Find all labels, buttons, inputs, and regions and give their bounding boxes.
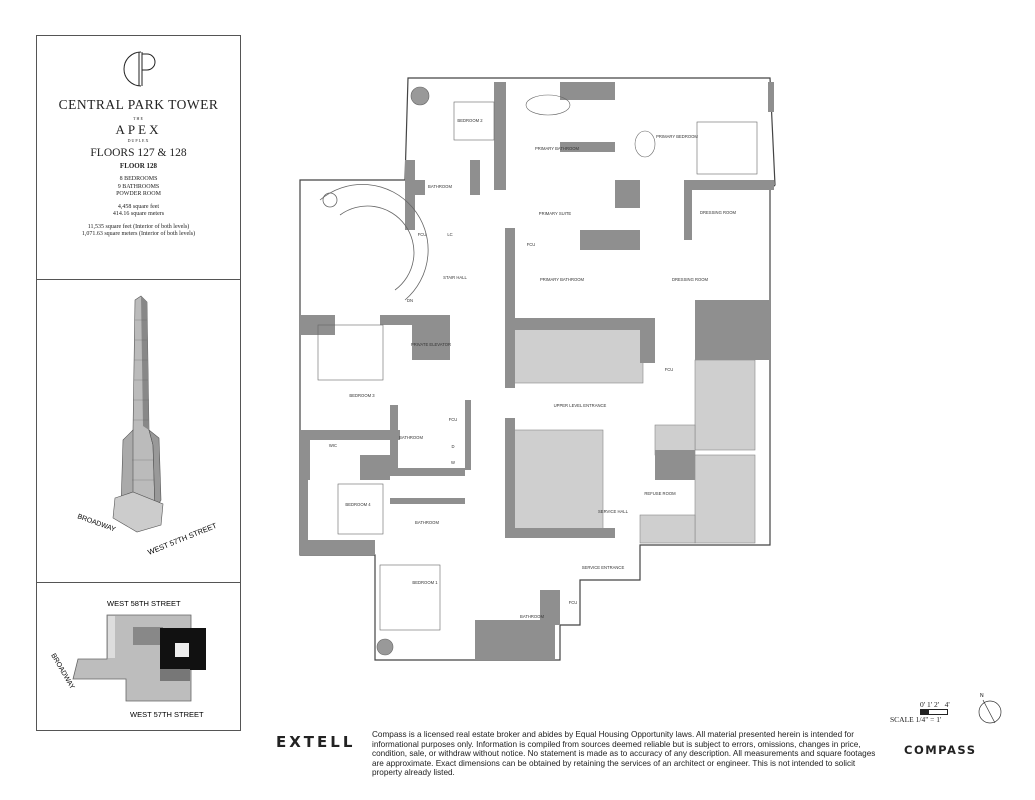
room-fcu-2: FCU [527, 242, 536, 247]
disclaimer-text: Compass is a licensed real estate broker… [372, 730, 876, 778]
room-fcu-5: FCU [569, 600, 578, 605]
room-bedroom-3: BEDROOM 3 [349, 393, 375, 398]
room-service-entrance: SERVICE ENTRANCE [582, 565, 625, 570]
floor-label: FLOOR 128 [119, 162, 158, 170]
room-service-hall: SERVICE HALL [598, 509, 629, 514]
scale-ticks: 0' 1' 2' 4' [920, 700, 950, 709]
cp-logo [123, 51, 155, 87]
room-fcu-3: FCU [665, 367, 674, 372]
bathrooms: 9 BATHROOMS [117, 183, 160, 190]
north-label: N [980, 693, 984, 699]
room-bathroom-left: BATHROOM [428, 184, 452, 189]
compass-logo: COMPASS [904, 743, 977, 757]
room-bedroom-4: BEDROOM 4 [345, 502, 371, 507]
apex-label: APEX [115, 122, 162, 137]
room-dressing-lower: DRESSING ROOM [672, 277, 709, 282]
north-arrow: N [978, 693, 1002, 724]
tower-illustration: BROADWAY WEST 57TH STREET [76, 295, 218, 557]
stair-dn-label: DN [407, 298, 413, 303]
room-dressing-upper: DRESSING ROOM [700, 210, 737, 215]
walls [300, 82, 774, 660]
scale-graphic [920, 709, 948, 715]
room-labels: BEDROOM 2 PRIMARY BATHROOM PRIMARY BEDRO… [329, 118, 737, 619]
room-refuse: REFUSE ROOM [644, 491, 676, 496]
floors-label: FLOORS 127 & 128 [90, 147, 187, 159]
room-bedroom-1: BEDROOM 1 [412, 580, 438, 585]
total-square-feet: 11,535 square feet (Interior of both lev… [87, 223, 190, 230]
room-bathroom-1: BATHROOM [520, 614, 544, 619]
room-lc: LC [447, 232, 452, 237]
cores [512, 327, 756, 544]
room-bathroom-3: BATHROOM [399, 435, 423, 440]
site-north-street: WEST 58TH STREET [107, 599, 181, 608]
room-private-elevator: PRIVATE ELEVATOR [411, 342, 451, 347]
fixtures [317, 86, 758, 656]
scale-label: SCALE 1/4" = 1' [890, 715, 942, 724]
duplex-label: DUPLEX [127, 138, 150, 143]
extell-logo: EXTELL [276, 733, 356, 751]
room-primary-suite: PRIMARY SUITE [539, 211, 572, 216]
room-primary-bathroom-lower: PRIMARY BATHROOM [540, 277, 584, 282]
title-panel: CENTRAL PARK TOWER THE APEX DUPLEX FLOOR… [36, 35, 241, 280]
building-name: CENTRAL PARK TOWER [58, 97, 219, 112]
site-plan-panel: WEST 58TH STREET BROADWAY WEST 57TH STRE… [36, 582, 241, 731]
room-washer: W [451, 460, 455, 465]
room-stair-hall: STAIR HALL [443, 275, 467, 280]
scale-bar: 0' 1' 2' 4' SCALE 1/4" = 1' [890, 700, 950, 724]
site-plan: WEST 58TH STREET BROADWAY WEST 57TH STRE… [49, 599, 206, 719]
room-wic: WIC [329, 443, 337, 448]
room-upper-level-entrance: UPPER LEVEL ENTRANCE [554, 403, 607, 408]
powder-room: POWDER ROOM [116, 191, 161, 197]
site-south-street: WEST 57TH STREET [130, 710, 204, 719]
room-primary-bathroom-top: PRIMARY BATHROOM [535, 146, 579, 151]
bedrooms: 8 BEDROOMS [119, 176, 158, 182]
spiral-stair [319, 183, 429, 301]
the-label: THE [133, 116, 144, 121]
room-fcu-1: FCU [418, 232, 427, 237]
tower-panel: BROADWAY WEST 57TH STREET [36, 279, 241, 583]
room-fcu-4: FCU [449, 417, 458, 422]
room-bedroom-2: BEDROOM 2 [457, 118, 483, 123]
room-bathroom-4: BATHROOM [415, 520, 439, 525]
room-dryer: D [451, 444, 454, 449]
room-primary-bedroom: PRIMARY BEDROOM [656, 134, 698, 139]
square-feet: 4,458 square feet [117, 203, 160, 210]
total-square-meters: 1,071.63 square meters (Interior of both… [81, 231, 196, 237]
square-meters: 414.16 square meters [112, 211, 165, 217]
